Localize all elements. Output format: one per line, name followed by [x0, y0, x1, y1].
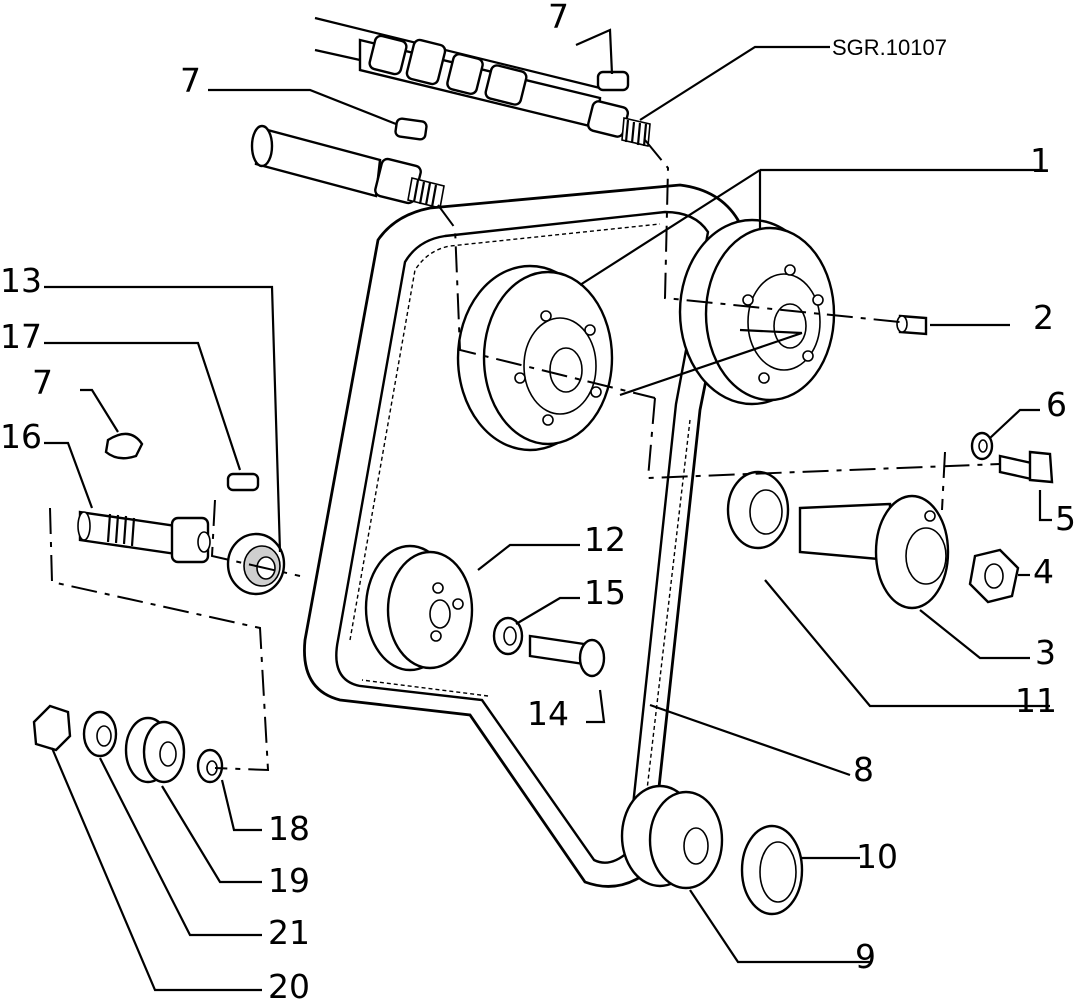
callout-11: 11 — [1015, 681, 1057, 720]
callout-14: 14 — [527, 694, 569, 733]
auxiliary-pulley — [364, 544, 474, 672]
tensioner-bearing — [726, 470, 790, 550]
callout-7-left: 7 — [32, 363, 53, 402]
callout-20: 20 — [268, 967, 310, 1000]
crank-washer — [740, 824, 804, 916]
axis-aux-pin — [210, 499, 301, 577]
callout-17: 17 — [0, 317, 42, 356]
callout-21: 21 — [268, 913, 310, 952]
callout-8: 8 — [853, 750, 874, 789]
axis-rear-cam — [644, 139, 901, 323]
callout-10: 10 — [856, 837, 898, 876]
washer-left-a — [82, 710, 118, 758]
dowel-pin — [896, 314, 928, 336]
pin-small — [226, 472, 260, 492]
tensioner-bracket — [798, 494, 950, 610]
shaft-seal — [226, 532, 286, 596]
callout-3: 3 — [1035, 633, 1056, 672]
camshaft-pulley-right — [678, 218, 836, 406]
axis-aux-shaft — [49, 507, 270, 772]
camshaft-pulley-left — [456, 264, 614, 452]
callout-19: 19 — [268, 861, 310, 900]
leader-lines — [44, 28, 1052, 992]
nut-left — [32, 704, 72, 752]
gear-left — [124, 716, 186, 784]
washer-aux — [492, 616, 524, 656]
callout-7-mid: 7 — [180, 61, 201, 100]
callout-7-top: 7 — [548, 0, 569, 36]
callout-13: 13 — [0, 261, 42, 300]
callout-16: 16 — [0, 417, 42, 456]
key-left — [104, 432, 144, 460]
hex-nut-right — [968, 548, 1020, 604]
callout-2: 2 — [1033, 298, 1054, 337]
crankshaft-pulley — [620, 784, 724, 890]
camshaft-rear — [314, 16, 651, 147]
bolt-right — [998, 450, 1054, 484]
washer-right — [970, 431, 994, 461]
washer-left-b — [196, 748, 224, 784]
callout-18: 18 — [268, 809, 310, 848]
callout-6: 6 — [1046, 385, 1067, 424]
camshaft-front — [250, 124, 445, 209]
callout-5: 5 — [1055, 499, 1076, 538]
callout-4: 4 — [1033, 552, 1054, 591]
callout-15: 15 — [584, 573, 626, 612]
key-top-left — [394, 117, 428, 141]
axis-tensioner-bolt — [941, 451, 946, 511]
key-top-right — [596, 70, 630, 92]
callout-1: 1 — [1030, 141, 1051, 180]
callout-9: 9 — [855, 937, 876, 976]
reference-code: SGR.10107 — [832, 35, 947, 60]
bolt-aux — [528, 634, 606, 678]
timing-belt — [303, 183, 740, 888]
axis-front-cam — [437, 204, 656, 399]
auxiliary-shaft — [77, 510, 211, 564]
callout-12: 12 — [584, 520, 626, 559]
